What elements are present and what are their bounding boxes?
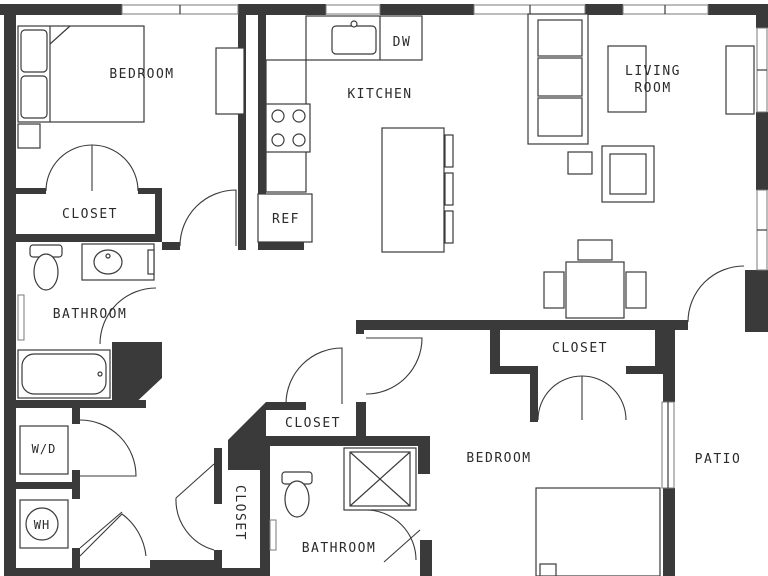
- bathroom-label: BATHROOM: [302, 541, 377, 556]
- washer-dryer-label: W/D: [32, 442, 57, 456]
- windows: [17, 4, 768, 551]
- dresser-icon: [215, 47, 245, 115]
- living-room-label-line1: LIVING: [625, 64, 681, 79]
- closet-door-icon: [45, 144, 139, 192]
- sink-icon: [81, 243, 155, 281]
- living-room-label-line2: ROOM: [634, 81, 671, 96]
- closet-label: CLOSET: [62, 207, 118, 222]
- door-swing-icon: [285, 347, 343, 405]
- stove-icon: [265, 103, 311, 153]
- shower-icon: [343, 447, 417, 511]
- water-heater-icon: [25, 507, 59, 541]
- nightstand-icon: [17, 123, 41, 149]
- washer-dryer-icon: [19, 425, 69, 475]
- end-table-icon: [567, 151, 593, 175]
- door-swing-icon: [687, 265, 745, 323]
- door-swing-icon: [365, 337, 423, 395]
- door-swing-icon: [365, 509, 417, 561]
- kitchen-sink-icon: [331, 20, 377, 55]
- furniture: [17, 13, 755, 576]
- armchair-icon: [601, 145, 655, 203]
- side-table-icon: [725, 45, 755, 115]
- bed-icon: [17, 25, 145, 123]
- closet-label: CLOSET: [285, 416, 341, 431]
- toilet-icon: [29, 244, 63, 291]
- door-swing-icon: [179, 189, 237, 247]
- closet-label: CLOSET: [552, 341, 608, 356]
- bedroom-label: BEDROOM: [109, 67, 174, 82]
- bathroom-label: BATHROOM: [53, 307, 128, 322]
- patio-label: PATIO: [695, 452, 742, 467]
- room-labels: BEDROOM CLOSET BATHROOM KITCHEN DW REF L…: [32, 35, 742, 556]
- bathtub-icon: [17, 349, 111, 399]
- door-swing-icon: [79, 419, 137, 477]
- dishwasher-label: DW: [393, 35, 412, 50]
- kitchen-label: KITCHEN: [347, 87, 412, 102]
- coffee-table-icon: [607, 45, 647, 113]
- closet-door-icon: [537, 375, 627, 421]
- sofa-icon: [527, 13, 589, 145]
- door-swing-icon: [79, 513, 147, 557]
- bed-icon: [535, 487, 661, 576]
- kitchen-island-icon: [381, 127, 454, 253]
- toilet-icon: [281, 471, 313, 518]
- door-swing-icon: [99, 287, 157, 345]
- dining-table-icon: [543, 239, 647, 319]
- walls: [0, 4, 768, 576]
- closet-label: CLOSET: [232, 485, 247, 541]
- bedroom-label: BEDROOM: [466, 451, 531, 466]
- door-swing-icon: [175, 463, 215, 551]
- water-heater-label: WH: [34, 518, 50, 532]
- refrigerator-box: [257, 193, 313, 243]
- refrigerator-label: REF: [272, 212, 300, 227]
